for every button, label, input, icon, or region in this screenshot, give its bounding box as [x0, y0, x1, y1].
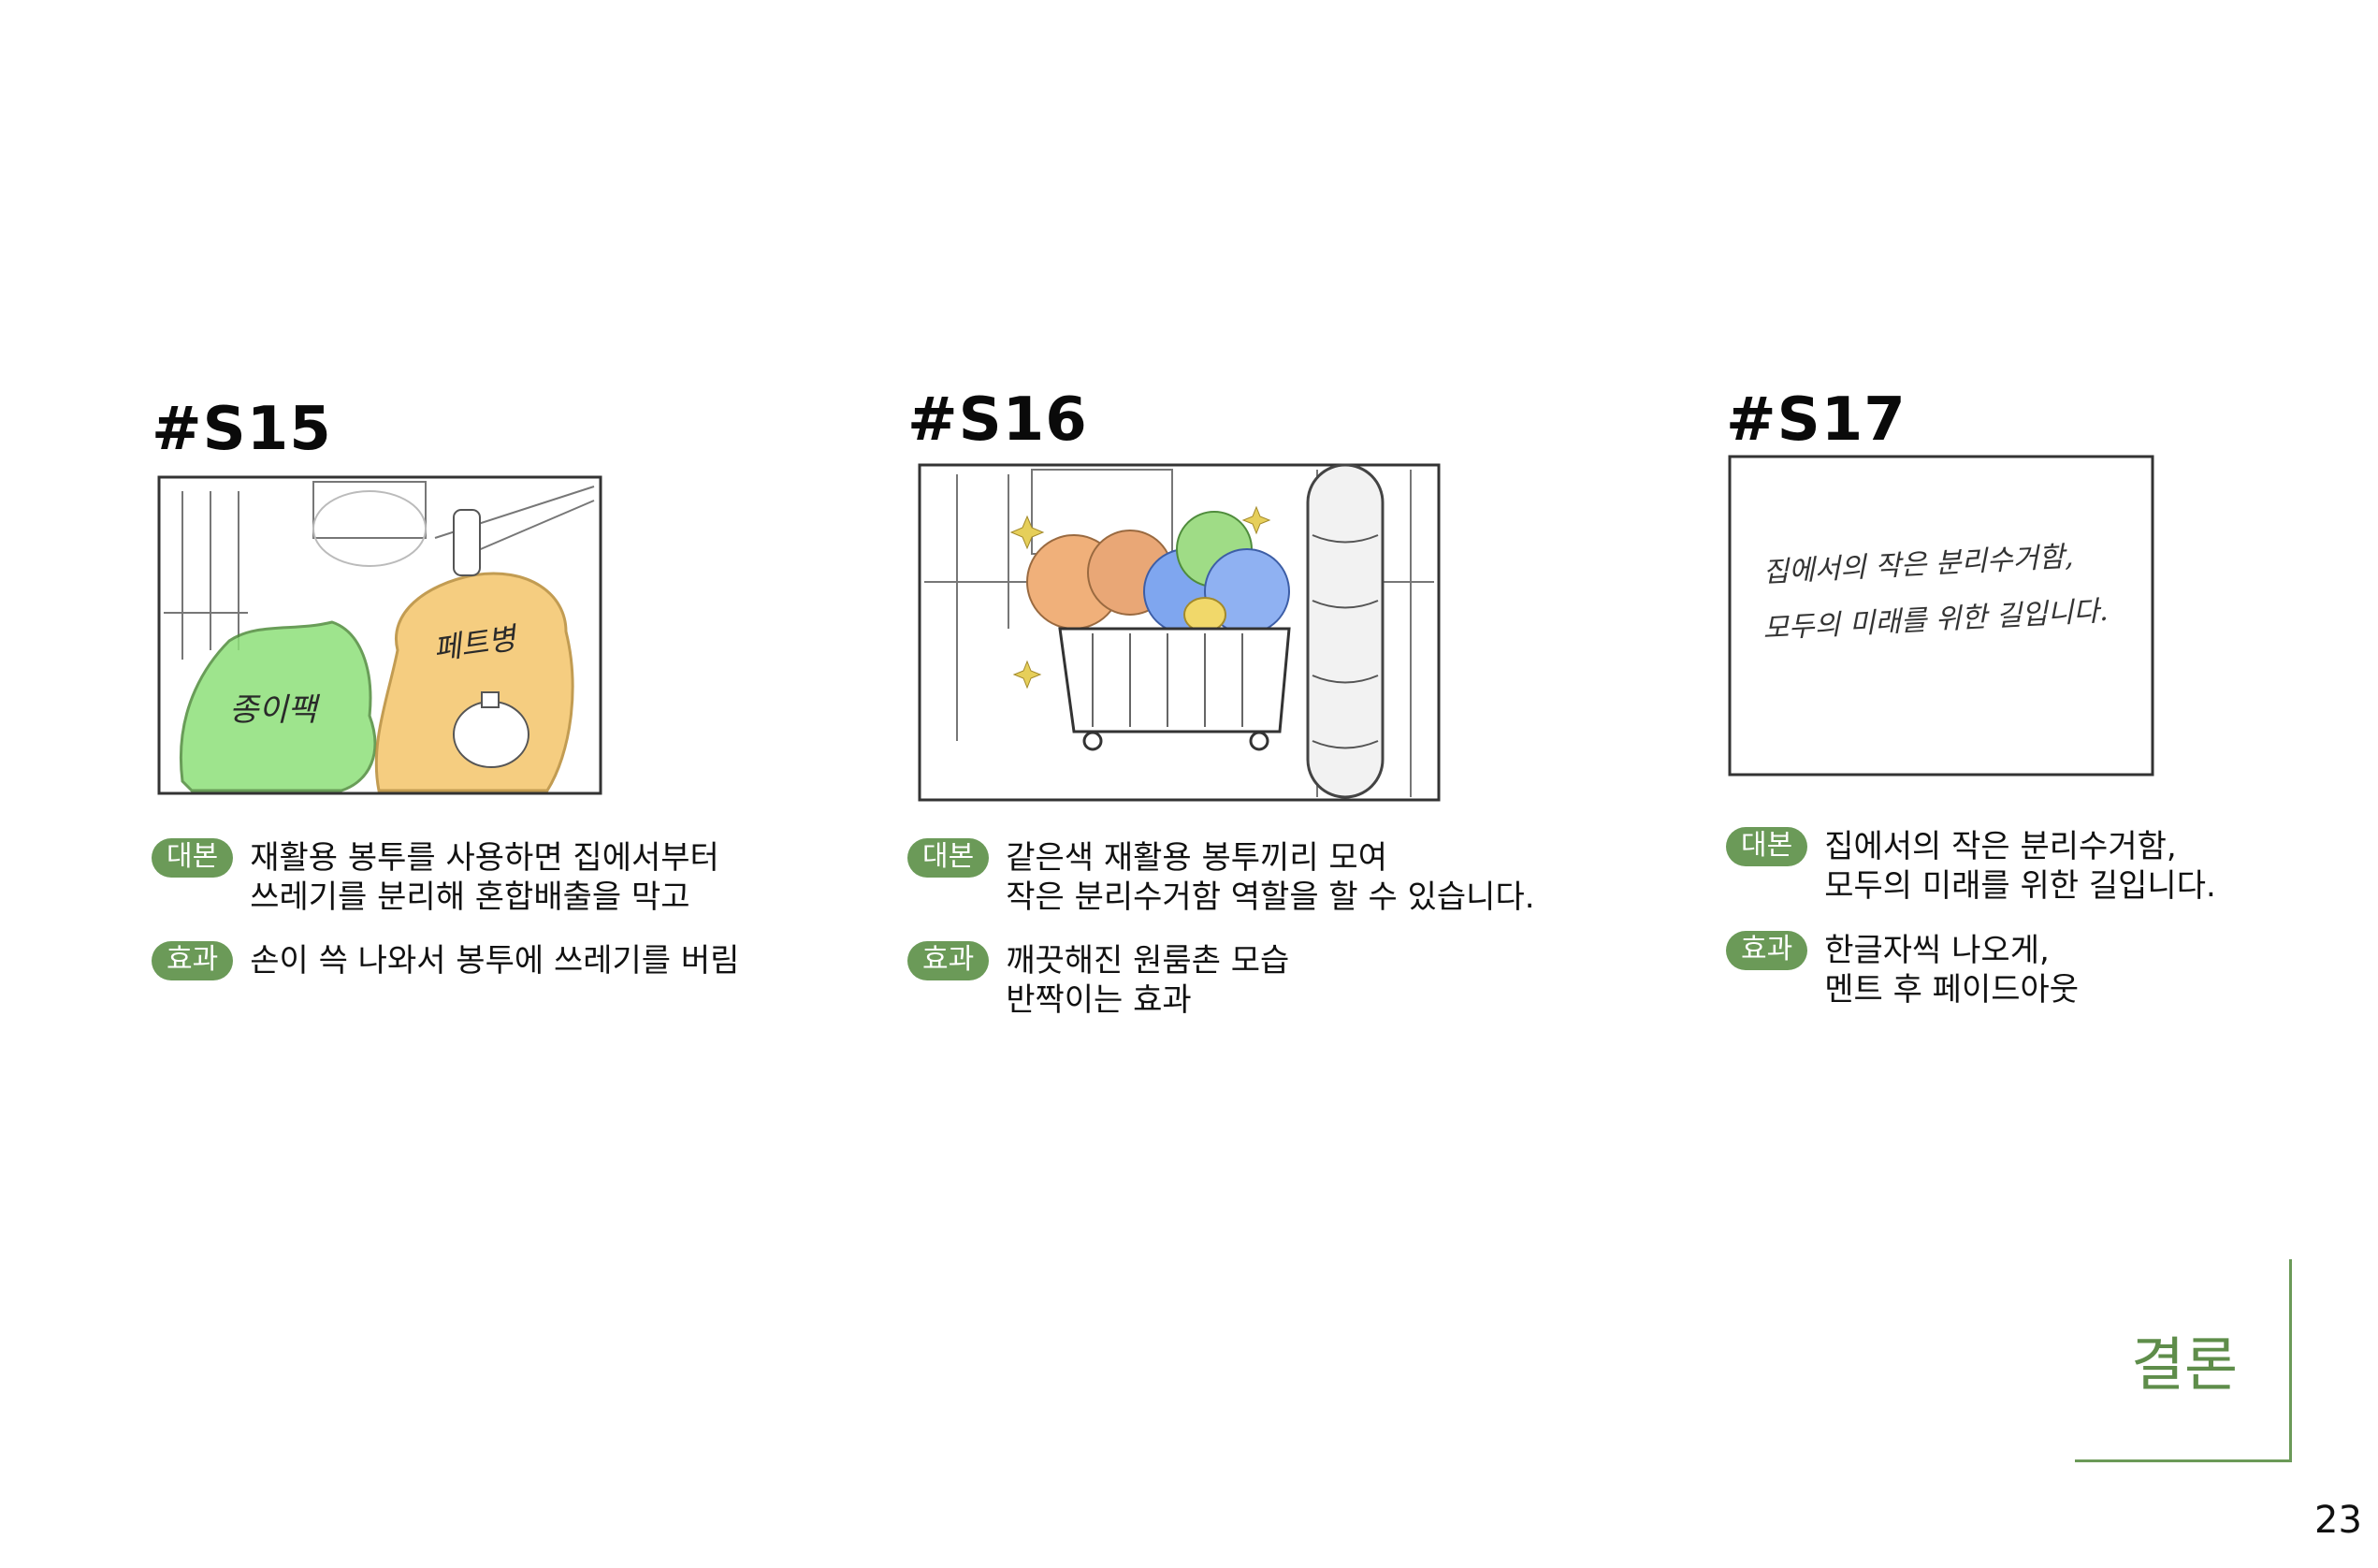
sketch-frame-s16 — [915, 460, 1443, 806]
effect-text: 한글자씩 나오게, 멘트 후 페이드아웃 — [1824, 932, 2080, 1009]
page-number: 23 — [2314, 1499, 2362, 1542]
script-text: 집에서의 작은 분리수거함, 모두의 미래를 위한 길입니다. — [1824, 828, 2216, 905]
section-bracket-vertical — [2289, 1259, 2292, 1462]
effect-tag: 효과 — [1726, 931, 1808, 970]
script-row-s15: 대본 재활용 봉투를 사용하면 집에서부터 쓰레기를 분리해 혼합배출을 막고 — [152, 838, 719, 917]
sketch-frame-s15: 종이팩 페트병 — [154, 472, 608, 800]
effect-row-s16: 효과 깨끗해진 원룸촌 모습 반짝이는 효과 — [907, 941, 1289, 1020]
scene-title-s16: #S16 — [907, 385, 1088, 455]
section-label: 결론 — [2131, 1330, 2239, 1399]
script-text: 같은색 재활용 봉투끼리 모여 작은 분리수거함 역할을 할 수 있습니다. — [1006, 839, 1535, 916]
sketch-label-paper: 종이팩 — [229, 691, 321, 729]
script-tag: 대본 — [907, 838, 990, 878]
effect-tag: 효과 — [152, 941, 234, 980]
script-tag: 대본 — [1726, 827, 1808, 866]
script-row-s17: 대본 집에서의 작은 분리수거함, 모두의 미래를 위한 길입니다. — [1726, 827, 2216, 906]
script-row-s16: 대본 같은색 재활용 봉투끼리 모여 작은 분리수거함 역할을 할 수 있습니다… — [907, 838, 1535, 917]
effect-row-s15: 효과 손이 쓱 나와서 봉투에 쓰레기를 버림 — [152, 941, 739, 980]
script-tag: 대본 — [152, 838, 234, 878]
section-bracket-horizontal — [2075, 1459, 2292, 1462]
effect-text: 손이 쓱 나와서 봉투에 쓰레기를 버림 — [250, 942, 740, 980]
effect-row-s17: 효과 한글자씩 나오게, 멘트 후 페이드아웃 — [1726, 931, 2079, 1009]
effect-tag: 효과 — [907, 941, 990, 980]
sketch-frame-s17: 집에서의 작은 분리수거함, 모두의 미래를 위한 길입니다. — [1726, 451, 2156, 780]
scene-title-s15: #S15 — [152, 395, 332, 464]
script-text: 재활용 봉투를 사용하면 집에서부터 쓰레기를 분리해 혼합배출을 막고 — [250, 839, 719, 916]
effect-text: 깨끗해진 원룸촌 모습 반짝이는 효과 — [1006, 942, 1290, 1019]
scene-title-s17: #S17 — [1726, 385, 1907, 455]
